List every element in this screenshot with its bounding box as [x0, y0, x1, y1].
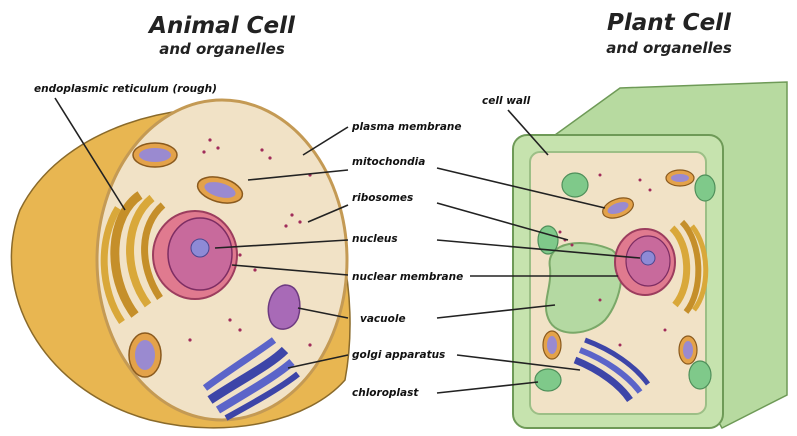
plant-nucleus	[615, 229, 675, 295]
label-ribosomes: ribosomes	[352, 192, 413, 204]
plant-subtitle: and organelles	[606, 39, 732, 57]
plant-title: Plant Cell	[607, 10, 732, 36]
label-nuclear-membrane: nuclear membrane	[352, 271, 463, 283]
label-vacuole: vacuole	[360, 313, 406, 325]
label-cell-wall: cell wall	[482, 95, 531, 107]
animal-title: Animal Cell	[147, 13, 296, 39]
label-plasma-membrane: plasma membrane	[351, 121, 462, 133]
animal-subtitle: and organelles	[159, 40, 285, 58]
label-endoplasmic-reticulum: endoplasmic reticulum (rough)	[34, 83, 217, 95]
animal-nucleus	[153, 211, 237, 299]
label-chloroplast: chloroplast	[352, 387, 419, 399]
plant-cell	[513, 82, 787, 428]
label-mitochondia: mitochondia	[352, 156, 425, 168]
leader-plasma-membrane	[303, 127, 348, 155]
animal-cell	[11, 100, 350, 428]
label-golgi-apparatus: golgi apparatus	[352, 349, 445, 361]
label-nucleus: nucleus	[352, 233, 398, 245]
